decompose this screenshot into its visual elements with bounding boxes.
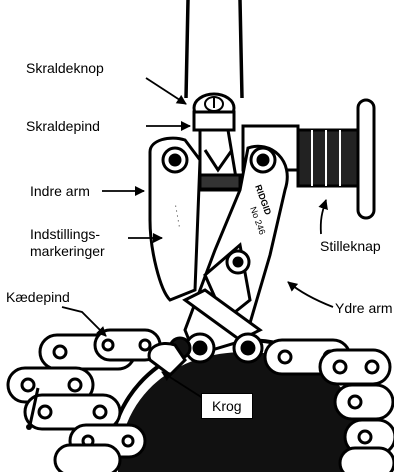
arrow-kaedepind [62, 307, 106, 336]
label-skraldepind: Skraldepind [26, 118, 100, 135]
label-indstillings-line1: Indstillings- [30, 226, 100, 243]
label-ydre-arm: Ydre arm [335, 300, 393, 317]
handle [186, 0, 242, 98]
label-stilleknap: Stilleknap [320, 238, 381, 255]
label-krog: Krog [201, 393, 253, 419]
ratchet-pin [200, 130, 240, 190]
label-kaedepind: Kædepind [6, 289, 70, 306]
arrow-ydre-arm [288, 282, 333, 307]
inner-arm [150, 138, 200, 300]
arrow-stilleknap [321, 200, 326, 234]
label-indstillings-line2: markeringer [30, 243, 105, 260]
arrow-skraldeknop [146, 78, 186, 104]
label-indre-arm: Indre arm [30, 183, 90, 200]
label-skraldeknop: Skraldeknop [26, 60, 104, 77]
ratchet-knob [194, 94, 234, 130]
